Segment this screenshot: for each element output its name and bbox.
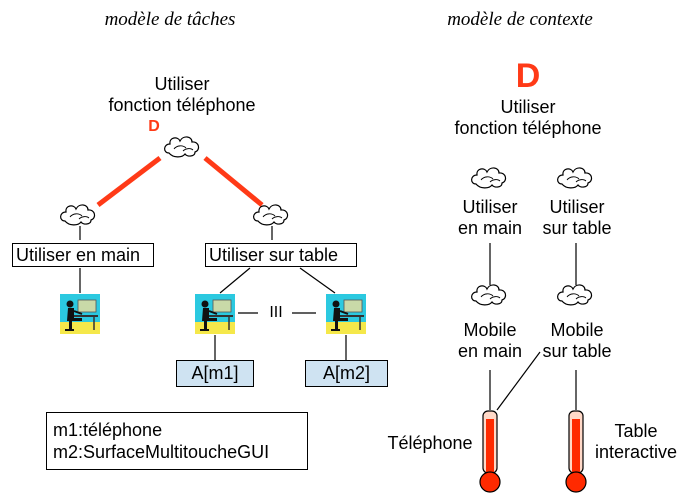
sensor-right-line1: Table [614,421,658,441]
task-right-label: Utiliser sur table [205,243,357,267]
task-root-line1: Utiliser [154,74,210,94]
task-left-cloud-icon [60,204,96,226]
context-left-label: Utiliser en main [440,197,540,239]
task-left-interactor-icon [59,293,101,335]
context-left-line2: en main [457,218,523,238]
context-left-line1: Utiliser [462,197,518,217]
task-edge-root-right [203,156,264,207]
sensor-right-thermometer-icon [565,410,587,493]
sensor-right-label: Table interactive [588,421,684,463]
sensor-left-thermometer-icon [479,410,501,493]
context-left-ctx-label: Mobile en main [440,320,540,362]
task-model-heading: modèle de tâches [104,9,236,30]
context-model-heading: modèle de contexte [447,9,593,30]
legend-line-2: m2:SurfaceMultitoucheGUI [53,442,270,462]
task-parallel-operator: III [269,304,283,321]
context-right-line1: Utiliser [549,197,605,217]
abstract-task-m2: A[m2] [305,360,388,387]
context-root-line2: fonction téléphone [454,118,602,138]
context-root-label: Utiliser fonction téléphone [440,97,616,139]
context-left-ctx-line2: en main [457,341,523,361]
context-edge-cross [496,351,541,411]
task-right-interactor-icon-2 [325,293,367,335]
sensor-left-label: Téléphone [387,433,473,453]
modality-legend: m1:téléphone m2:SurfaceMultitoucheGUI [46,412,308,470]
legend-line-1: m1:téléphone [53,420,163,440]
context-right-ctx-cloud-icon [557,284,593,306]
sensor-right-line2: interactive [594,442,678,462]
task-root-label: Utiliser fonction téléphone [92,74,272,116]
context-root-operator: D [515,57,541,95]
context-right-line2: sur table [542,218,612,238]
task-root-cloud-icon [164,136,200,158]
task-root-operator: D [148,118,160,135]
task-edge-root-left [96,156,162,207]
context-right-label: Utiliser sur table [532,197,622,239]
context-root-line1: Utiliser [500,97,556,117]
context-right-ctx-label: Mobile sur table [532,320,622,362]
context-left-ctx-cloud-icon [471,284,507,306]
task-edge-right-icon-a [219,267,251,294]
context-right-ctx-line1: Mobile [550,320,604,340]
context-right-ctx-line2: sur table [542,341,612,361]
context-right-cloud-icon [557,167,593,189]
task-right-interactor-icon-1 [194,293,236,335]
task-root-line2: fonction téléphone [108,95,256,115]
task-left-label: Utiliser en main [12,243,154,267]
task-right-cloud-icon [253,204,289,226]
abstract-task-m1: A[m1] [176,360,254,387]
context-left-cloud-icon [471,167,507,189]
task-edge-right-icon-b [299,267,336,294]
context-left-ctx-line1: Mobile [463,320,517,340]
